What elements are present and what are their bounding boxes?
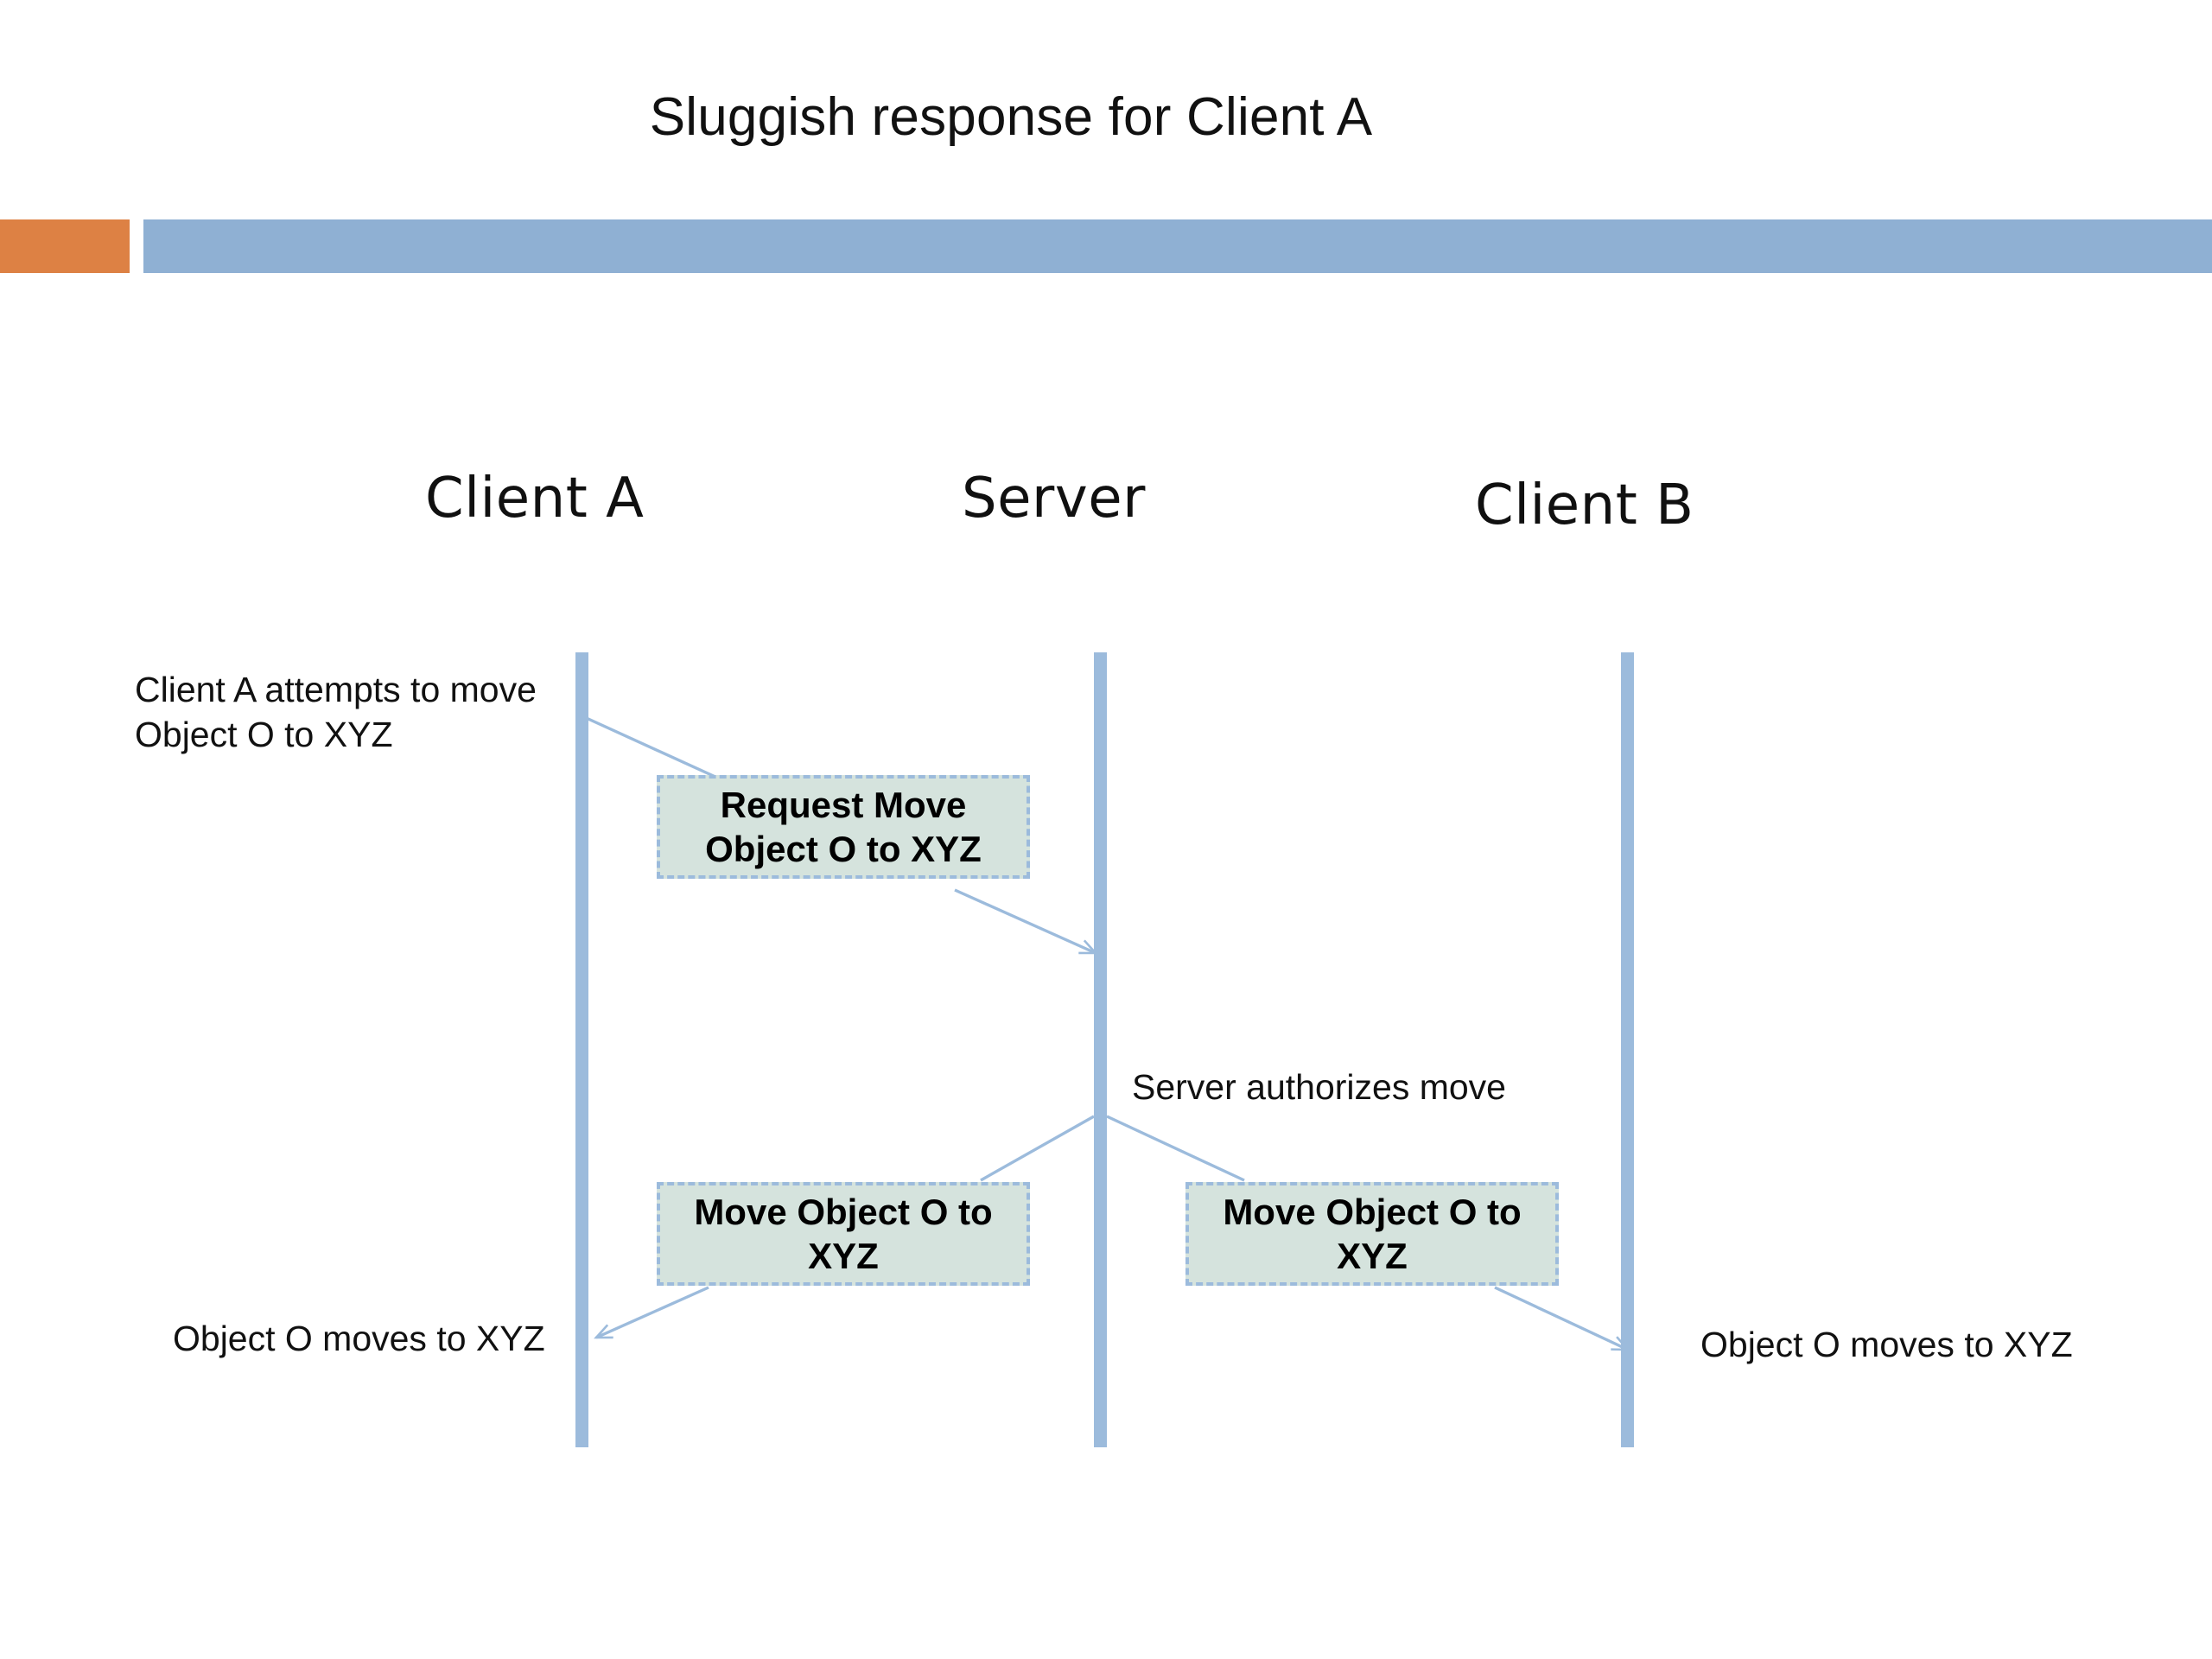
message-box-move-to-client-b: Move Object O to XYZ [1185,1182,1559,1286]
annotation-server-authorizes: Server authorizes move [1132,1067,1506,1107]
lane-header-client-a: Client A [425,467,645,531]
message-box-request-move: Request Move Object O to XYZ [657,775,1030,879]
lifeline-client-b [1621,652,1634,1447]
lane-header-server: Server [962,467,1146,531]
lifeline-client-a [575,652,588,1447]
page-title: Sluggish response for Client A [649,87,1373,147]
accent-bar-orange [0,219,130,273]
message-box-move-to-client-a: Move Object O to XYZ [657,1182,1030,1286]
lifeline-server [1094,652,1107,1447]
annotation-object-moves-client-b: Object O moves to XYZ [1700,1325,2073,1364]
lane-header-client-b: Client B [1475,474,1694,537]
annotation-client-a-attempt: Client A attempts to move Object O to XY… [135,670,537,755]
accent-bar-blue [143,219,2212,273]
annotation-object-moves-client-a: Object O moves to XYZ [173,1319,545,1358]
